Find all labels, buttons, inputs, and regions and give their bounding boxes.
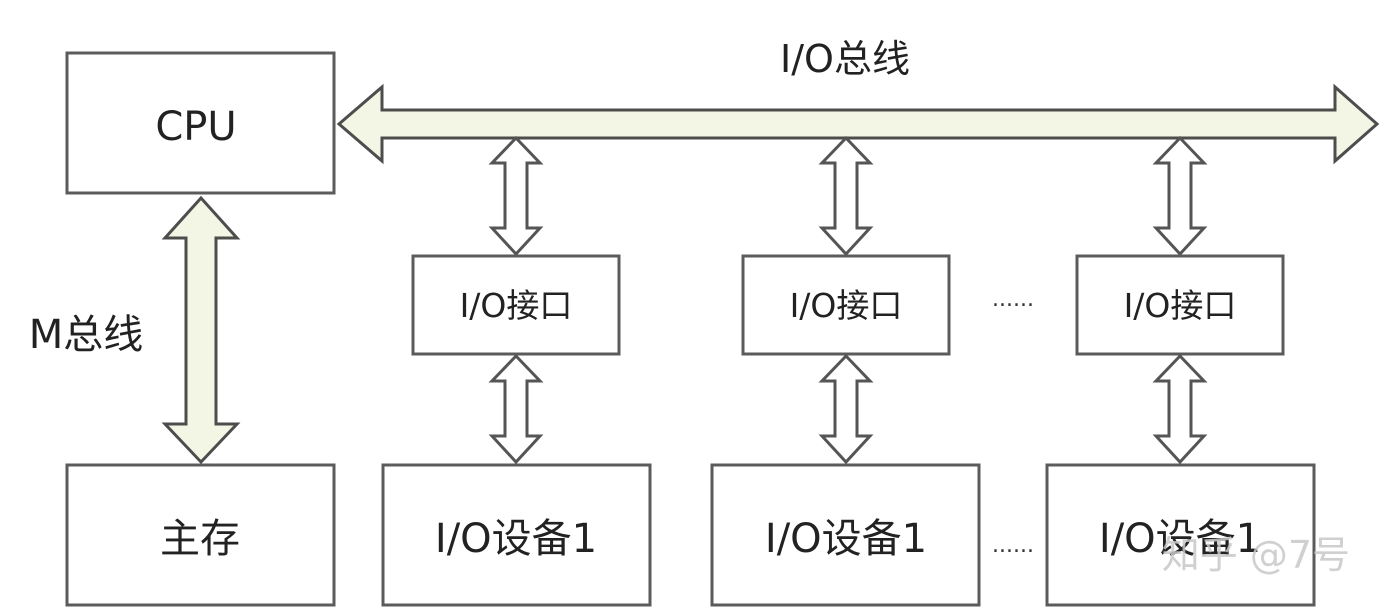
memory-box	[65, 463, 336, 607]
io-device-box-1	[381, 463, 652, 607]
io-interface-label-3: I/O接口	[1124, 286, 1237, 325]
io-bus-arrow	[336, 83, 1380, 165]
io-device-label-1: I/O设备1	[435, 516, 597, 562]
interfaces-ellipsis: ......	[992, 287, 1034, 312]
io-interface-box-1	[411, 254, 621, 356]
bus-to-interface-arrow-1	[488, 135, 544, 257]
watermark: 知乎 @7号	[1162, 533, 1350, 577]
io-bus-label: I/O总线	[780, 37, 910, 81]
io-device-label-3: I/O设备1	[1099, 516, 1261, 562]
m-bus-arrow	[161, 195, 241, 465]
io-interface-label-2: I/O接口	[790, 286, 903, 325]
cpu-label: CPU	[155, 104, 236, 150]
io-device-box-2	[710, 463, 981, 607]
interface-to-device-arrow-1	[488, 353, 544, 465]
bus-to-interface-arrow-3	[1152, 135, 1208, 257]
io-interface-label-1: I/O接口	[460, 286, 573, 325]
cpu-box	[65, 51, 336, 195]
io-interface-box-3	[1075, 254, 1285, 356]
interface-to-device-arrow-2	[818, 353, 874, 465]
memory-label: 主存	[160, 516, 240, 562]
io-device-box-3	[1045, 463, 1316, 607]
bus-to-interface-arrow-2	[818, 135, 874, 257]
devices-ellipsis: ......	[992, 533, 1034, 558]
io-device-label-2: I/O设备1	[765, 516, 927, 562]
m-bus-label: M总线	[29, 312, 144, 358]
interface-to-device-arrow-3	[1152, 353, 1208, 465]
